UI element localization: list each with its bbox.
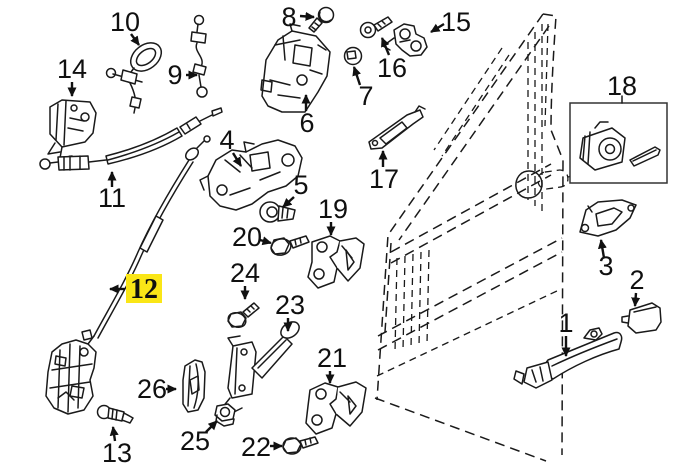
callout-18[interactable]: 18	[607, 71, 637, 101]
callout-14[interactable]: 14	[57, 54, 87, 84]
door-latch-illustration	[45, 329, 97, 415]
callout-22[interactable]: 22	[241, 432, 271, 462]
callout-19[interactable]: 19	[318, 194, 348, 224]
part-24-illustration	[227, 302, 260, 329]
part-6-illustration	[260, 23, 331, 113]
callout-3[interactable]: 3	[598, 251, 613, 281]
part-1-illustration	[513, 327, 623, 389]
callout-11[interactable]: 11	[98, 183, 126, 213]
arrow-4	[231, 152, 243, 167]
callout-4[interactable]: 4	[219, 125, 234, 155]
callout-23[interactable]: 23	[275, 290, 305, 320]
arrow-5	[282, 196, 295, 208]
callout-10[interactable]: 10	[110, 7, 140, 37]
part-18-illustration	[579, 121, 661, 171]
callout-16[interactable]: 16	[377, 53, 407, 83]
callout-9[interactable]: 9	[167, 60, 182, 90]
callout-2[interactable]: 2	[629, 265, 644, 295]
callout-6[interactable]: 6	[299, 108, 314, 138]
part-8-illustration	[308, 6, 335, 33]
part-25-illustration	[214, 403, 236, 427]
arrow-13	[109, 426, 119, 442]
part-16-illustration	[359, 16, 393, 39]
callout-20[interactable]: 20	[232, 222, 262, 252]
callout-12-highlighted[interactable]: 12	[130, 274, 158, 305]
part-26-illustration	[182, 359, 206, 413]
arrow-8	[299, 11, 315, 21]
part-3-illustration	[579, 199, 637, 237]
arrow-25	[205, 420, 218, 433]
part-20-illustration	[270, 235, 310, 256]
arrow-15	[430, 22, 445, 34]
part-11-illustration	[39, 107, 223, 171]
callout-13[interactable]: 13	[102, 438, 132, 468]
callout-24[interactable]: 24	[230, 258, 260, 288]
part-17-illustration	[368, 105, 426, 150]
arrow-2	[631, 292, 641, 307]
callout-17[interactable]: 17	[369, 164, 399, 194]
part-5-illustration	[259, 201, 296, 223]
part-7-illustration	[343, 46, 363, 66]
part-13-illustration	[96, 404, 134, 424]
part-23-illustration	[221, 321, 300, 415]
callout-25[interactable]: 25	[180, 426, 210, 456]
callout-arrows	[67, 11, 641, 451]
part-19-illustration	[307, 235, 365, 289]
arrow-10	[130, 33, 140, 46]
callout-labels: 1 2 3 4 5 6 7 8 9 10 11 12 13 14 15 16 1…	[57, 2, 645, 468]
part-18-inset	[569, 95, 668, 184]
part-14-illustration	[47, 99, 97, 159]
part-9-illustration	[190, 14, 208, 98]
callout-15[interactable]: 15	[441, 7, 471, 37]
callout-8[interactable]: 8	[281, 2, 296, 32]
part-22-illustration	[282, 436, 319, 455]
arrow-20	[259, 236, 272, 246]
callout-21[interactable]: 21	[317, 343, 347, 373]
callout-5[interactable]: 5	[293, 170, 308, 200]
callout-7[interactable]: 7	[358, 81, 373, 111]
part-4-illustration	[199, 139, 303, 211]
door-outline	[374, 13, 577, 462]
part-12-illustration	[87, 135, 211, 345]
part-15-illustration	[382, 23, 428, 57]
part-21-illustration	[305, 381, 367, 435]
arrow-16	[380, 37, 391, 56]
arrow-3	[597, 239, 607, 259]
part-2-illustration	[621, 302, 662, 334]
arrow-7	[352, 66, 362, 86]
callout-1[interactable]: 1	[558, 308, 573, 338]
part-10-illustration	[105, 42, 163, 114]
highlight-part-12	[126, 274, 162, 303]
callout-26[interactable]: 26	[137, 374, 167, 404]
